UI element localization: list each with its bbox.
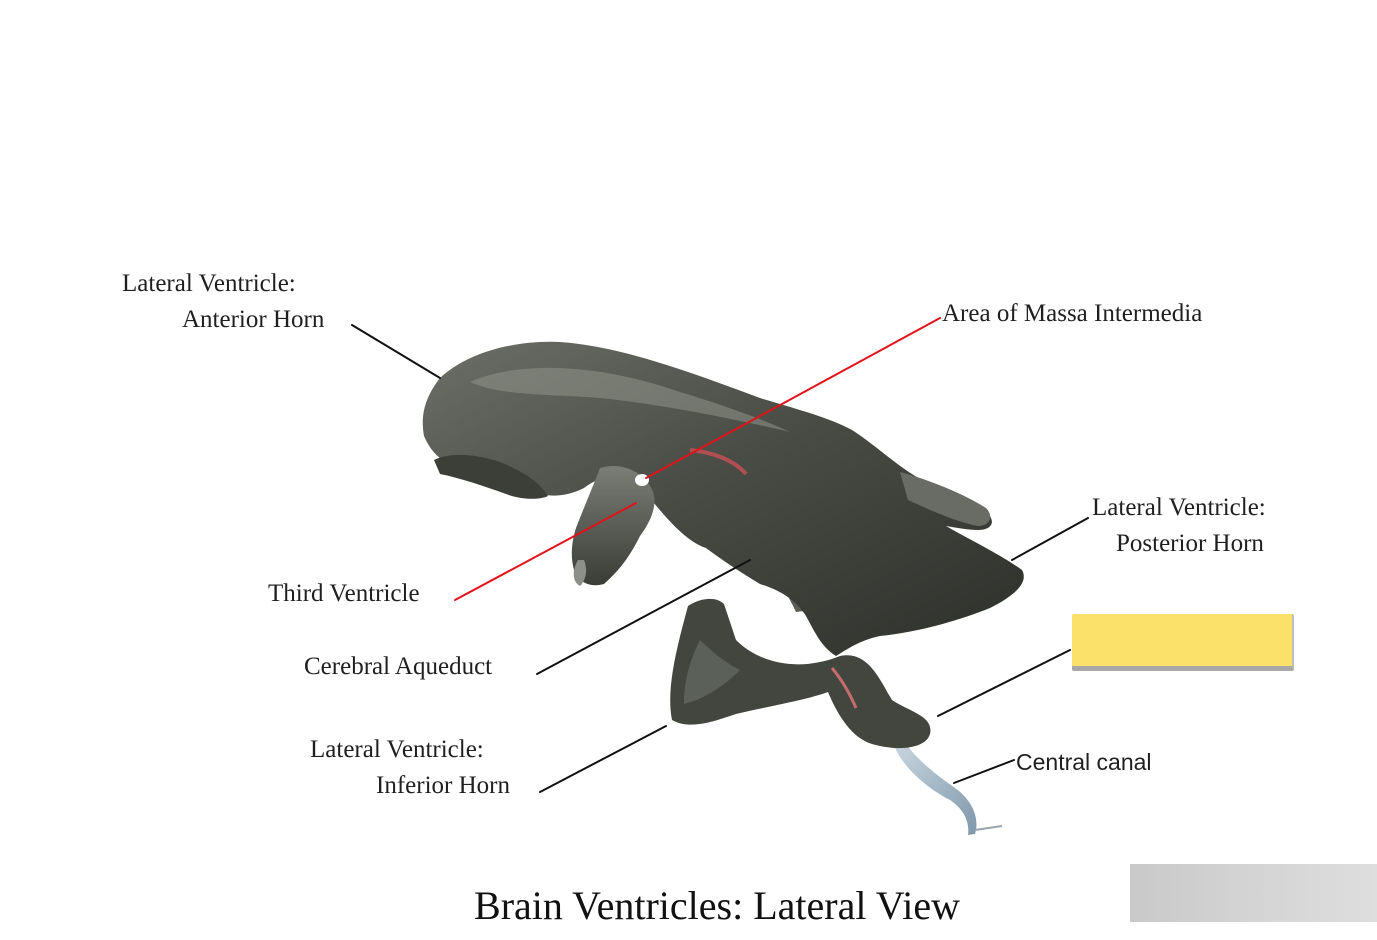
diagram-title: Brain Ventricles: Lateral View: [0, 880, 1377, 932]
leader-posterior-horn: [1012, 518, 1088, 560]
leader-central-canal: [954, 760, 1014, 783]
central-canal-shape: [895, 742, 976, 835]
central-canal-tick: [975, 826, 1002, 830]
massa-intermedia-hole: [635, 474, 649, 486]
leader-anterior-horn: [352, 325, 440, 378]
hidden-answer-box[interactable]: [1072, 614, 1294, 671]
label-inferior-horn: Lateral Ventricle: Inferior Horn: [310, 732, 510, 804]
label-posterior-horn: Lateral Ventricle: Posterior Horn: [1092, 490, 1266, 562]
label-central-canal: Central canal: [1016, 744, 1152, 780]
label-third-ventricle: Third Ventricle: [268, 576, 420, 612]
label-cerebral-aqueduct: Cerebral Aqueduct: [304, 649, 492, 685]
label-anterior-horn: Lateral Ventricle: Anterior Horn: [122, 266, 324, 338]
leader-inferior-horn: [540, 726, 666, 792]
leader-hidden-label: [938, 650, 1070, 716]
label-massa-intermedia: Area of Massa Intermedia: [942, 296, 1202, 332]
